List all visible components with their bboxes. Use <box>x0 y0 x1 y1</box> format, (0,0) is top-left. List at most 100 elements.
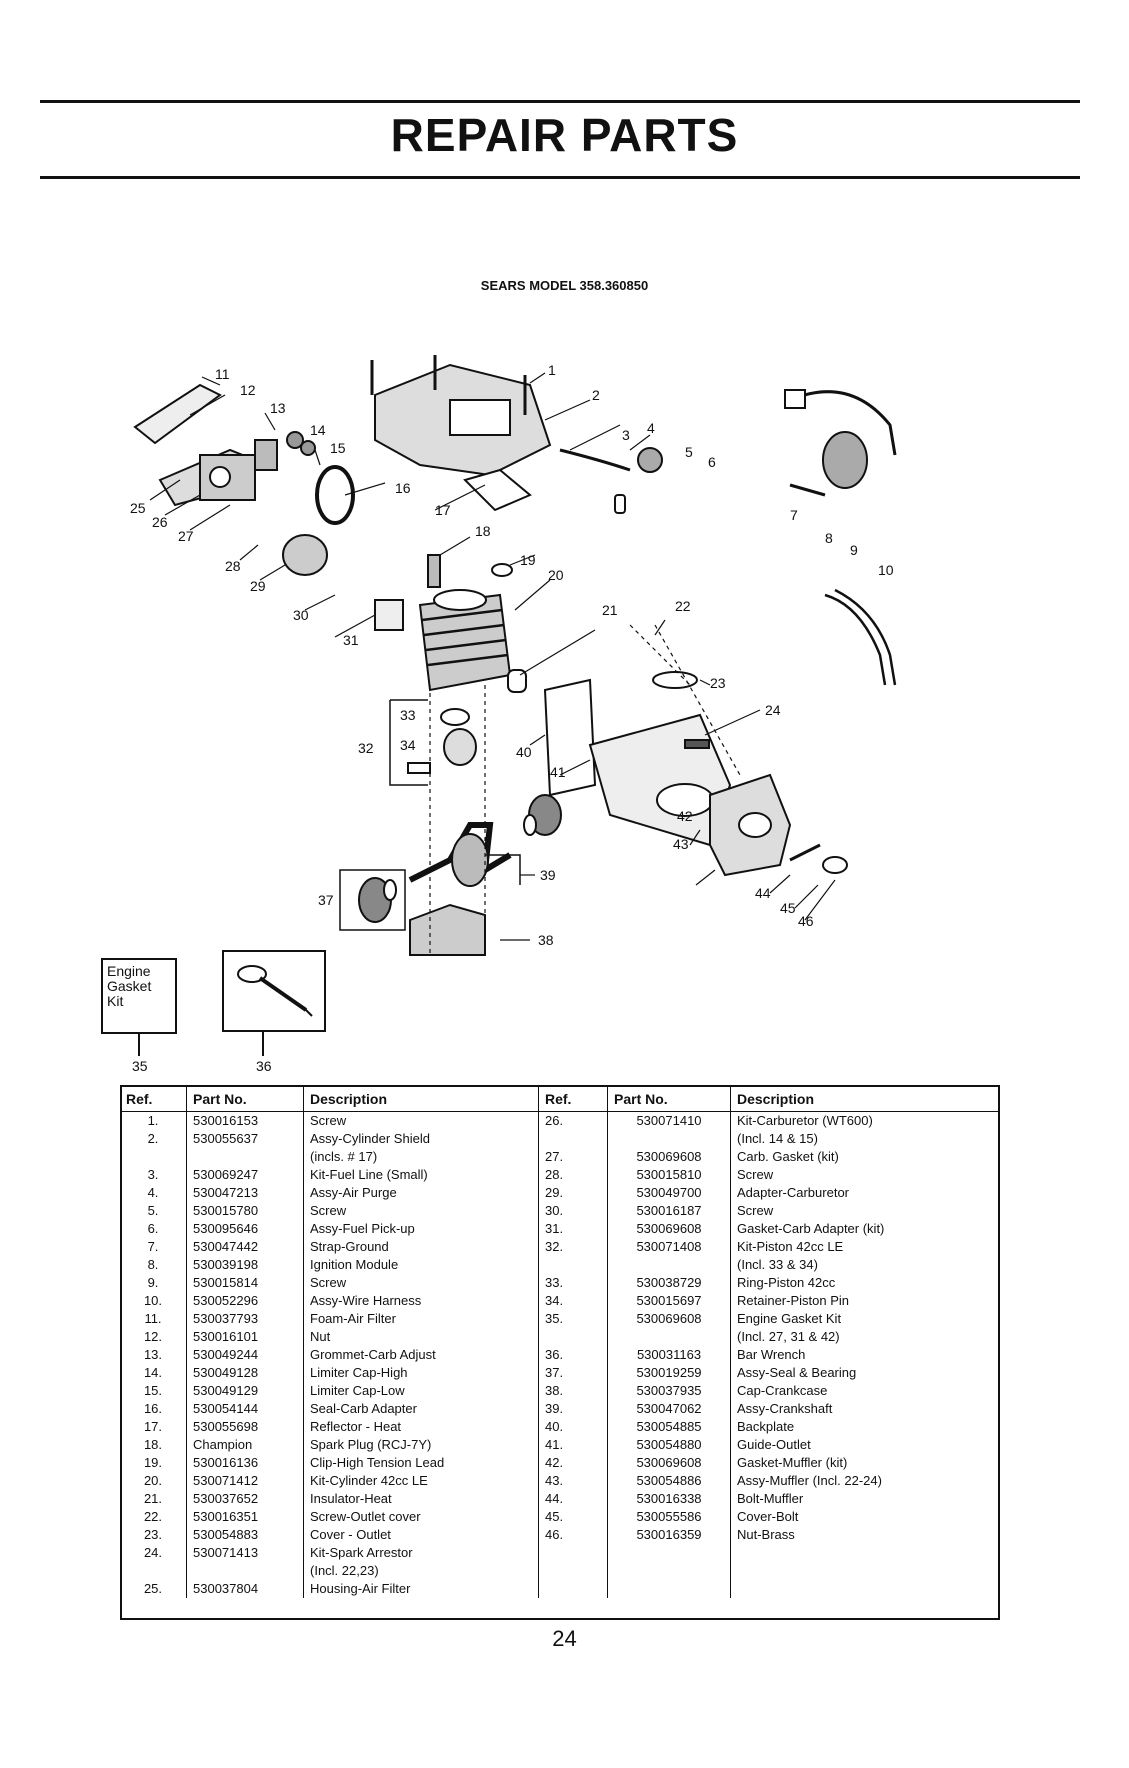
callout-31: 31 <box>343 632 359 648</box>
cell-left-part: 530039198 <box>186 1256 304 1274</box>
cell-left-desc: Ignition Module <box>303 1256 539 1274</box>
air-filter-foam-shape <box>133 383 222 445</box>
callout-45: 45 <box>780 900 796 916</box>
cell-right-desc: Kit-Piston 42cc LE <box>730 1238 1000 1256</box>
title-bottom-rule <box>40 176 1080 179</box>
cell-left-part <box>186 1148 304 1166</box>
cell-right-part: 530054886 <box>607 1472 731 1490</box>
cell-right-desc: Nut-Brass <box>730 1526 1000 1544</box>
callout-32: 32 <box>358 740 374 756</box>
callout-46: 46 <box>798 913 814 929</box>
cell-right-ref: 30. <box>538 1202 608 1220</box>
cell-left-desc: Housing-Air Filter <box>303 1580 539 1598</box>
cell-right-part: 530016359 <box>607 1526 731 1544</box>
callout-20: 20 <box>548 567 564 583</box>
callout-26: 26 <box>152 514 168 530</box>
cell-right-part: 530054885 <box>607 1418 731 1436</box>
cell-right-part: 530019259 <box>607 1364 731 1382</box>
cell-right-ref <box>538 1130 608 1148</box>
engine-gasket-kit-label: Engine Gasket Kit <box>107 963 152 1009</box>
cell-left-desc: Clip-High Tension Lead <box>303 1454 539 1472</box>
cell-left-part: 530095646 <box>186 1220 304 1238</box>
cell-left-part: 530037652 <box>186 1490 304 1508</box>
cell-left-part <box>186 1562 304 1580</box>
cell-right-ref: 31. <box>538 1220 608 1238</box>
cell-right-ref: 46. <box>538 1526 608 1544</box>
callout-34: 34 <box>400 737 416 753</box>
cell-right-ref: 26. <box>538 1111 608 1130</box>
cell-left-ref: 6. <box>147 1221 159 1236</box>
cell-right-part <box>607 1562 731 1580</box>
cell-left-desc: (incls. # 17) <box>303 1148 539 1166</box>
cell-right-desc: Carb. Gasket (kit) <box>730 1148 1000 1166</box>
cell-left-desc: Nut <box>303 1328 539 1346</box>
cell-right-ref: 33. <box>538 1274 608 1292</box>
cell-left-desc: Screw-Outlet cover <box>303 1508 539 1526</box>
cell-left-desc: Cover - Outlet <box>303 1526 539 1544</box>
cell-left-part: Champion <box>186 1436 304 1454</box>
cell-right-desc: Assy-Seal & Bearing <box>730 1364 1000 1382</box>
cell-right-desc: Adapter-Carburetor <box>730 1184 1000 1202</box>
cell-right-ref <box>538 1328 608 1346</box>
cell-right-desc: Screw <box>730 1202 1000 1220</box>
cell-left-part: 530037804 <box>186 1580 304 1598</box>
cell-right-desc <box>730 1580 1000 1598</box>
cell-left-ref <box>120 1148 187 1166</box>
cell-right-part <box>607 1580 731 1598</box>
callout-9: 9 <box>850 542 858 558</box>
callout-25: 25 <box>130 500 146 516</box>
cell-left-part: 530055698 <box>186 1418 304 1436</box>
cell-right-ref <box>538 1544 608 1562</box>
callout-8: 8 <box>825 530 833 546</box>
callout-18: 18 <box>475 523 491 539</box>
cell-right-desc: Backplate <box>730 1418 1000 1436</box>
cell-right-part <box>607 1328 731 1346</box>
cell-right-part <box>607 1544 731 1562</box>
cell-left-ref: 19. <box>143 1455 163 1470</box>
cell-right-ref: 35. <box>538 1310 608 1328</box>
cell-right-desc: (Incl. 14 & 15) <box>730 1130 1000 1148</box>
cell-left-desc: Reflector - Heat <box>303 1418 539 1436</box>
cell-right-ref: 32. <box>538 1238 608 1256</box>
callout-14: 14 <box>310 422 326 438</box>
page-number: 24 <box>552 1626 577 1651</box>
cell-right-desc: Retainer-Piston Pin <box>730 1292 1000 1310</box>
cell-left-part: 530049129 <box>186 1382 304 1400</box>
cell-left-part: 530071412 <box>186 1472 304 1490</box>
cell-left-ref: 15. <box>143 1383 163 1398</box>
callout-6: 6 <box>708 454 716 470</box>
callout-2: 2 <box>592 387 600 403</box>
bar-wrench-box <box>222 950 326 1032</box>
cell-right-part: 530071410 <box>607 1111 731 1130</box>
table-header-row: Ref. Part No. Description Ref. Part No. … <box>120 1085 1000 1112</box>
cell-right-part <box>607 1130 731 1148</box>
cell-right-ref: 41. <box>538 1436 608 1454</box>
cell-right-ref: 43. <box>538 1472 608 1490</box>
cell-left-ref: 20. <box>143 1473 163 1488</box>
cell-right-ref <box>538 1562 608 1580</box>
cell-right-part: 530016187 <box>607 1202 731 1220</box>
cell-right-part: 530047062 <box>607 1400 731 1418</box>
callout-24: 24 <box>765 702 781 718</box>
cell-left-ref: 16. <box>143 1401 163 1416</box>
cell-left-ref: 5. <box>147 1203 159 1218</box>
cell-left-part: 530016136 <box>186 1454 304 1472</box>
header-part-right: Part No. <box>607 1085 731 1112</box>
cell-left-desc: Strap-Ground <box>303 1238 539 1256</box>
cell-right-ref: 44. <box>538 1490 608 1508</box>
cell-left-desc: Limiter Cap-High <box>303 1364 539 1382</box>
cell-left-part: 530049244 <box>186 1346 304 1364</box>
cell-right-desc: Engine Gasket Kit <box>730 1310 1000 1328</box>
callout-42: 42 <box>677 808 693 824</box>
cell-right-desc: Gasket-Carb Adapter (kit) <box>730 1220 1000 1238</box>
